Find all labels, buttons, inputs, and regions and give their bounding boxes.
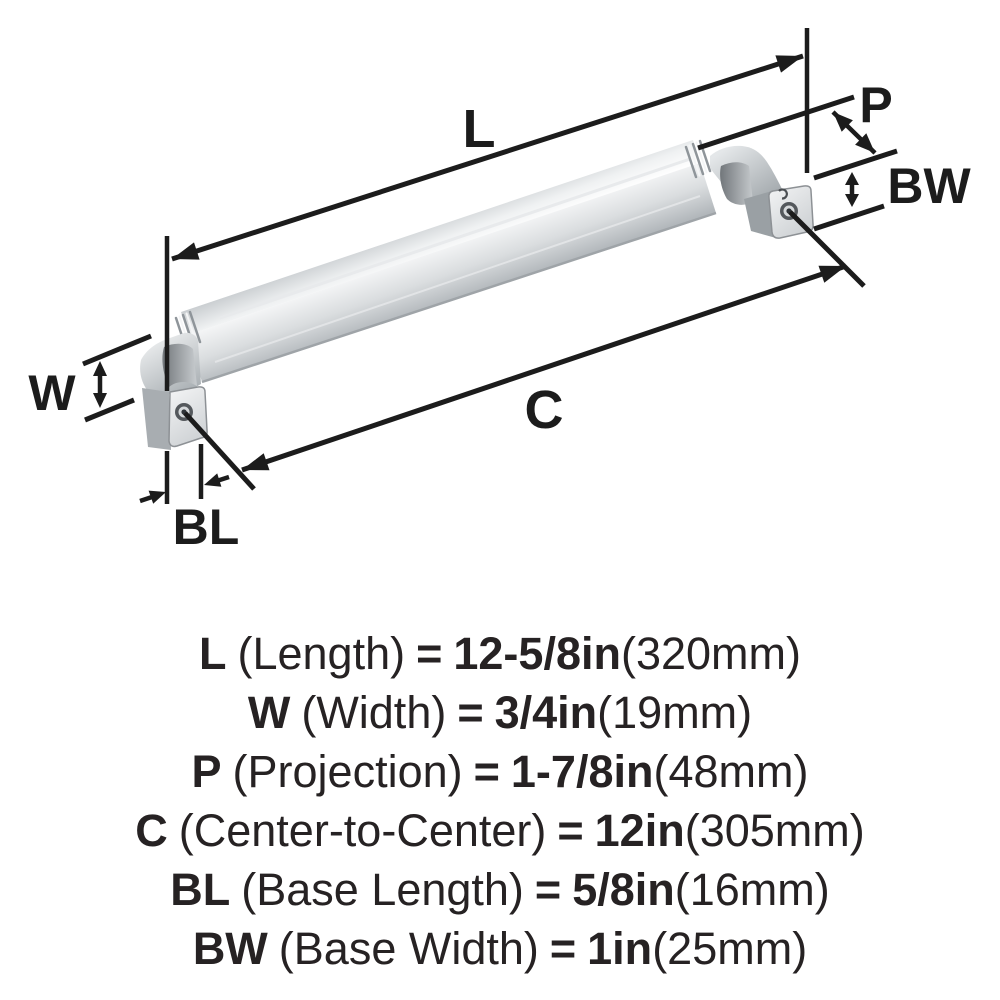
legend-metric: (320mm) xyxy=(620,628,801,679)
label-width: W xyxy=(28,365,76,421)
left-base-side xyxy=(142,388,171,450)
legend-value: 12in xyxy=(594,805,685,856)
legend-row-center: C(Center-to-Center)=12in(305mm) xyxy=(0,801,1000,860)
label-projection: P xyxy=(859,77,892,133)
bar-front-reflection xyxy=(214,195,701,363)
legend-key: BL xyxy=(170,864,231,915)
legend-name: (Center-to-Center) xyxy=(178,805,547,856)
legend-name: (Base Length) xyxy=(241,864,524,915)
bl-arrow-right xyxy=(204,473,222,487)
label-center: C xyxy=(525,380,564,440)
equals-sign: = xyxy=(457,687,484,738)
right-foot xyxy=(710,145,783,238)
dimension-diagram: L P BW W C BL xyxy=(28,28,971,555)
c-tick-left xyxy=(183,411,256,491)
p-reference-line xyxy=(697,94,855,151)
l-arrow-right xyxy=(775,55,803,73)
legend-metric: (16mm) xyxy=(674,864,830,915)
p-arrow-lower xyxy=(855,133,875,153)
right-base-side xyxy=(744,191,776,238)
legend-row-base-length: BL(Base Length)=5/8in(16mm) xyxy=(0,860,1000,919)
l-arrow-left xyxy=(172,242,200,260)
equals-sign: = xyxy=(549,923,577,974)
equals-sign: = xyxy=(534,864,562,915)
legend-row-projection: P(Projection)=1-7/8in(48mm) xyxy=(0,742,1000,801)
bar-top-reflection xyxy=(219,157,691,320)
handle-diagram-svg: L P BW W C BL xyxy=(28,28,971,555)
legend-row-length: L(Length)=12-5/8in(320mm) xyxy=(0,624,1000,683)
w-arrow-down xyxy=(93,393,107,408)
p-arrow-upper xyxy=(833,112,853,132)
bw-reference-upper xyxy=(813,148,898,181)
legend-row-base-width: BW(Base Width)=1in(25mm) xyxy=(0,919,1000,978)
bar-front-face xyxy=(188,163,716,382)
legend-metric: (48mm) xyxy=(653,746,809,797)
legend-key: BW xyxy=(192,923,268,974)
legend-value: 5/8in xyxy=(572,864,675,915)
legend-key: C xyxy=(135,805,168,856)
legend-name: (Length) xyxy=(237,628,406,679)
extension-lines xyxy=(164,28,810,504)
l-dimension-line xyxy=(171,53,804,262)
dimension-lines xyxy=(82,53,898,504)
right-foot-neck xyxy=(720,162,753,205)
c-tick-right xyxy=(788,210,866,288)
legend-metric: (19mm) xyxy=(597,687,753,738)
equals-sign: = xyxy=(473,746,500,797)
legend-metric: (25mm) xyxy=(652,923,808,974)
c-dimension-line xyxy=(241,263,847,473)
bw-reference-lower xyxy=(813,203,885,232)
legend-name: (Base Width) xyxy=(278,923,539,974)
legend-metric: (305mm) xyxy=(684,805,865,856)
c-arrow-left xyxy=(242,453,270,471)
left-foot xyxy=(140,332,201,450)
legend-value: 3/4in xyxy=(494,687,598,738)
legend-value: 1in xyxy=(587,923,653,974)
equals-sign: = xyxy=(416,628,443,679)
equals-sign: = xyxy=(557,805,584,856)
label-length: L xyxy=(463,99,496,159)
bl-arrow-left xyxy=(148,490,166,504)
w-tick-lower xyxy=(84,397,135,423)
legend-key: W xyxy=(247,687,291,738)
label-base-length: BL xyxy=(173,499,240,555)
legend-value: 12-5/8in xyxy=(453,628,621,679)
handle-bar xyxy=(181,140,717,384)
legend-key: L xyxy=(198,628,227,679)
dimension-legend: L(Length)=12-5/8in(320mm) W(Width)=3/4in… xyxy=(0,624,1000,978)
w-arrow-up xyxy=(93,361,107,376)
right-base-notch xyxy=(778,188,788,200)
left-foot-neck xyxy=(162,343,197,387)
bw-arrow-down xyxy=(845,194,859,207)
legend-row-width: W(Width)=3/4in(19mm) xyxy=(0,683,1000,742)
c-arrow-right xyxy=(818,265,846,283)
legend-value: 1-7/8in xyxy=(510,746,654,797)
bar-bottom-edge xyxy=(201,211,717,384)
legend-key: P xyxy=(191,746,222,797)
legend-name: (Projection) xyxy=(232,746,463,797)
bw-arrow-up xyxy=(845,172,859,185)
label-base-width: BW xyxy=(887,158,971,214)
legend-name: (Width) xyxy=(301,687,447,738)
w-tick-upper xyxy=(82,333,152,367)
